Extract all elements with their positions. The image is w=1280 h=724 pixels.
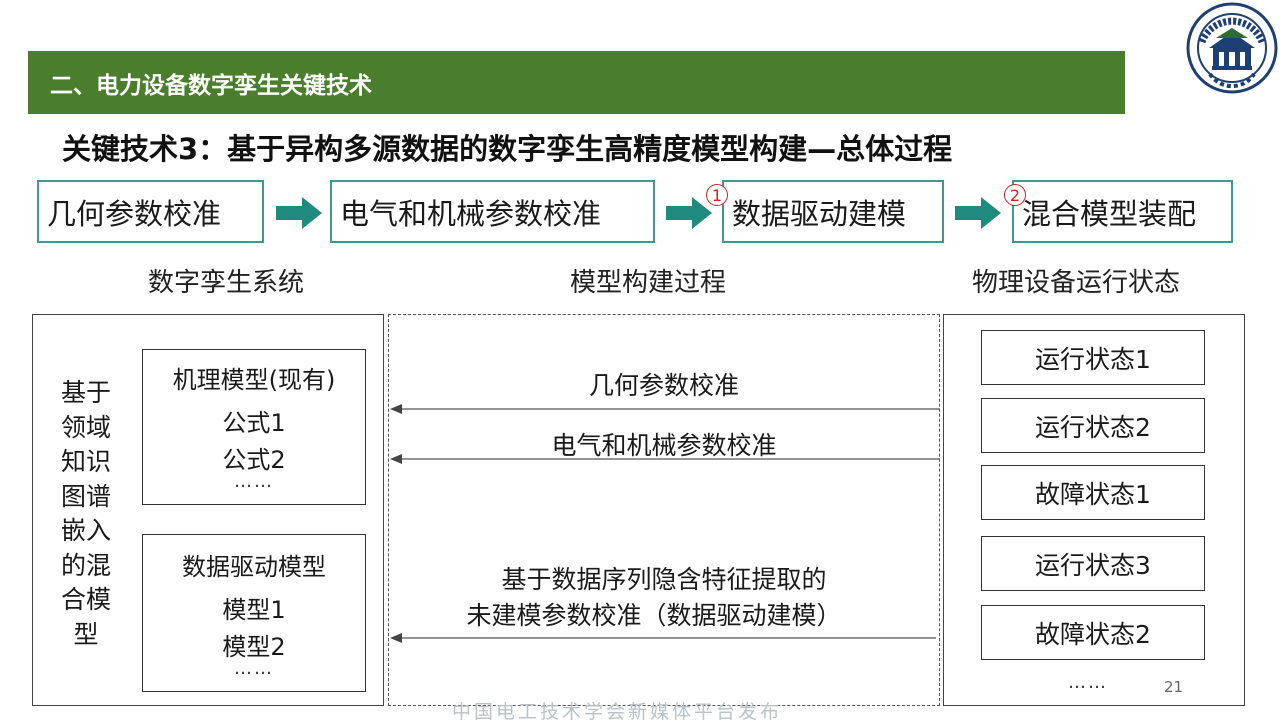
flow-label-electrical-mechanical: 电气和机械参数校准 — [551, 431, 777, 460]
ellipsis: …… — [234, 471, 274, 492]
flow-arrow-left-icon — [390, 454, 940, 464]
state-box: 故障状态1 — [981, 465, 1205, 520]
formula-item: 公式2 — [222, 446, 286, 474]
model-item: 模型2 — [222, 633, 286, 661]
state-box: 运行状态2 — [981, 398, 1205, 453]
formula-item: 公式1 — [222, 409, 286, 437]
process-step-electrical-mechanical: 电气和机械参数校准 — [330, 180, 655, 243]
state-box: 运行状态1 — [981, 330, 1205, 385]
marker-number-2: 2 — [1004, 184, 1026, 206]
state-box: 故障状态2 — [981, 605, 1205, 660]
mechanism-model-box: 机理模型(现有) 公式1 公式2 …… — [142, 349, 366, 505]
twin-system-panel — [32, 314, 384, 706]
section-banner: 二、电力设备数字孪生关键技术 — [28, 51, 1125, 114]
flow-label-data-driven-line1: 基于数据序列隐含特征提取的 — [501, 565, 827, 594]
watermark-text: 中国电工技术学会新媒体平台发布 — [452, 701, 783, 723]
column-heading-physical-state: 物理设备运行状态 — [972, 268, 1181, 298]
right-arrow-icon — [276, 197, 322, 229]
process-step-label: 几何参数校准 — [47, 196, 222, 231]
right-arrow-icon — [666, 197, 712, 229]
ellipsis: …… — [1068, 672, 1108, 693]
data-driven-model-box: 数据驱动模型 模型1 模型2 …… — [142, 534, 366, 692]
process-step-geometric: 几何参数校准 — [37, 180, 264, 243]
page-number: 21 — [1164, 678, 1184, 696]
process-step-hybrid-assembly: 混合模型装配 — [1012, 180, 1233, 243]
marker-number-1: 1 — [706, 184, 728, 206]
right-arrow-icon — [955, 197, 1001, 229]
flow-arrow-left-icon — [390, 633, 936, 643]
data-driven-model-title: 数据驱动模型 — [182, 553, 326, 581]
flow-label-data-driven-line2: 未建模参数校准（数据驱动建模） — [466, 601, 842, 630]
university-logo-icon — [1186, 2, 1278, 94]
model-item: 模型1 — [222, 596, 286, 624]
process-step-label: 数据驱动建模 — [732, 196, 907, 231]
hybrid-model-vertical-label: 基于 领域 知识 图谱 嵌入 的混 合模 型 — [60, 378, 111, 649]
section-title: 二、电力设备数字孪生关键技术 — [50, 72, 372, 99]
column-heading-twin-system: 数字孪生系统 — [148, 268, 305, 298]
build-process-panel — [388, 314, 940, 706]
slide-subtitle: 关键技术3：基于异构多源数据的数字孪生高精度模型构建—总体过程 — [62, 132, 953, 166]
column-heading-build-process: 模型构建过程 — [570, 268, 727, 298]
physical-state-panel — [943, 314, 1245, 706]
process-step-label: 电气和机械参数校准 — [340, 196, 602, 231]
state-box: 运行状态3 — [981, 536, 1205, 591]
process-step-label: 混合模型装配 — [1022, 196, 1197, 231]
flow-arrow-left-icon — [390, 404, 940, 414]
process-step-data-driven: 数据驱动建模 — [722, 180, 944, 243]
flow-label-geometric: 几何参数校准 — [588, 371, 739, 400]
mechanism-model-title: 机理模型(现有) — [172, 366, 336, 394]
ellipsis: …… — [234, 658, 274, 679]
